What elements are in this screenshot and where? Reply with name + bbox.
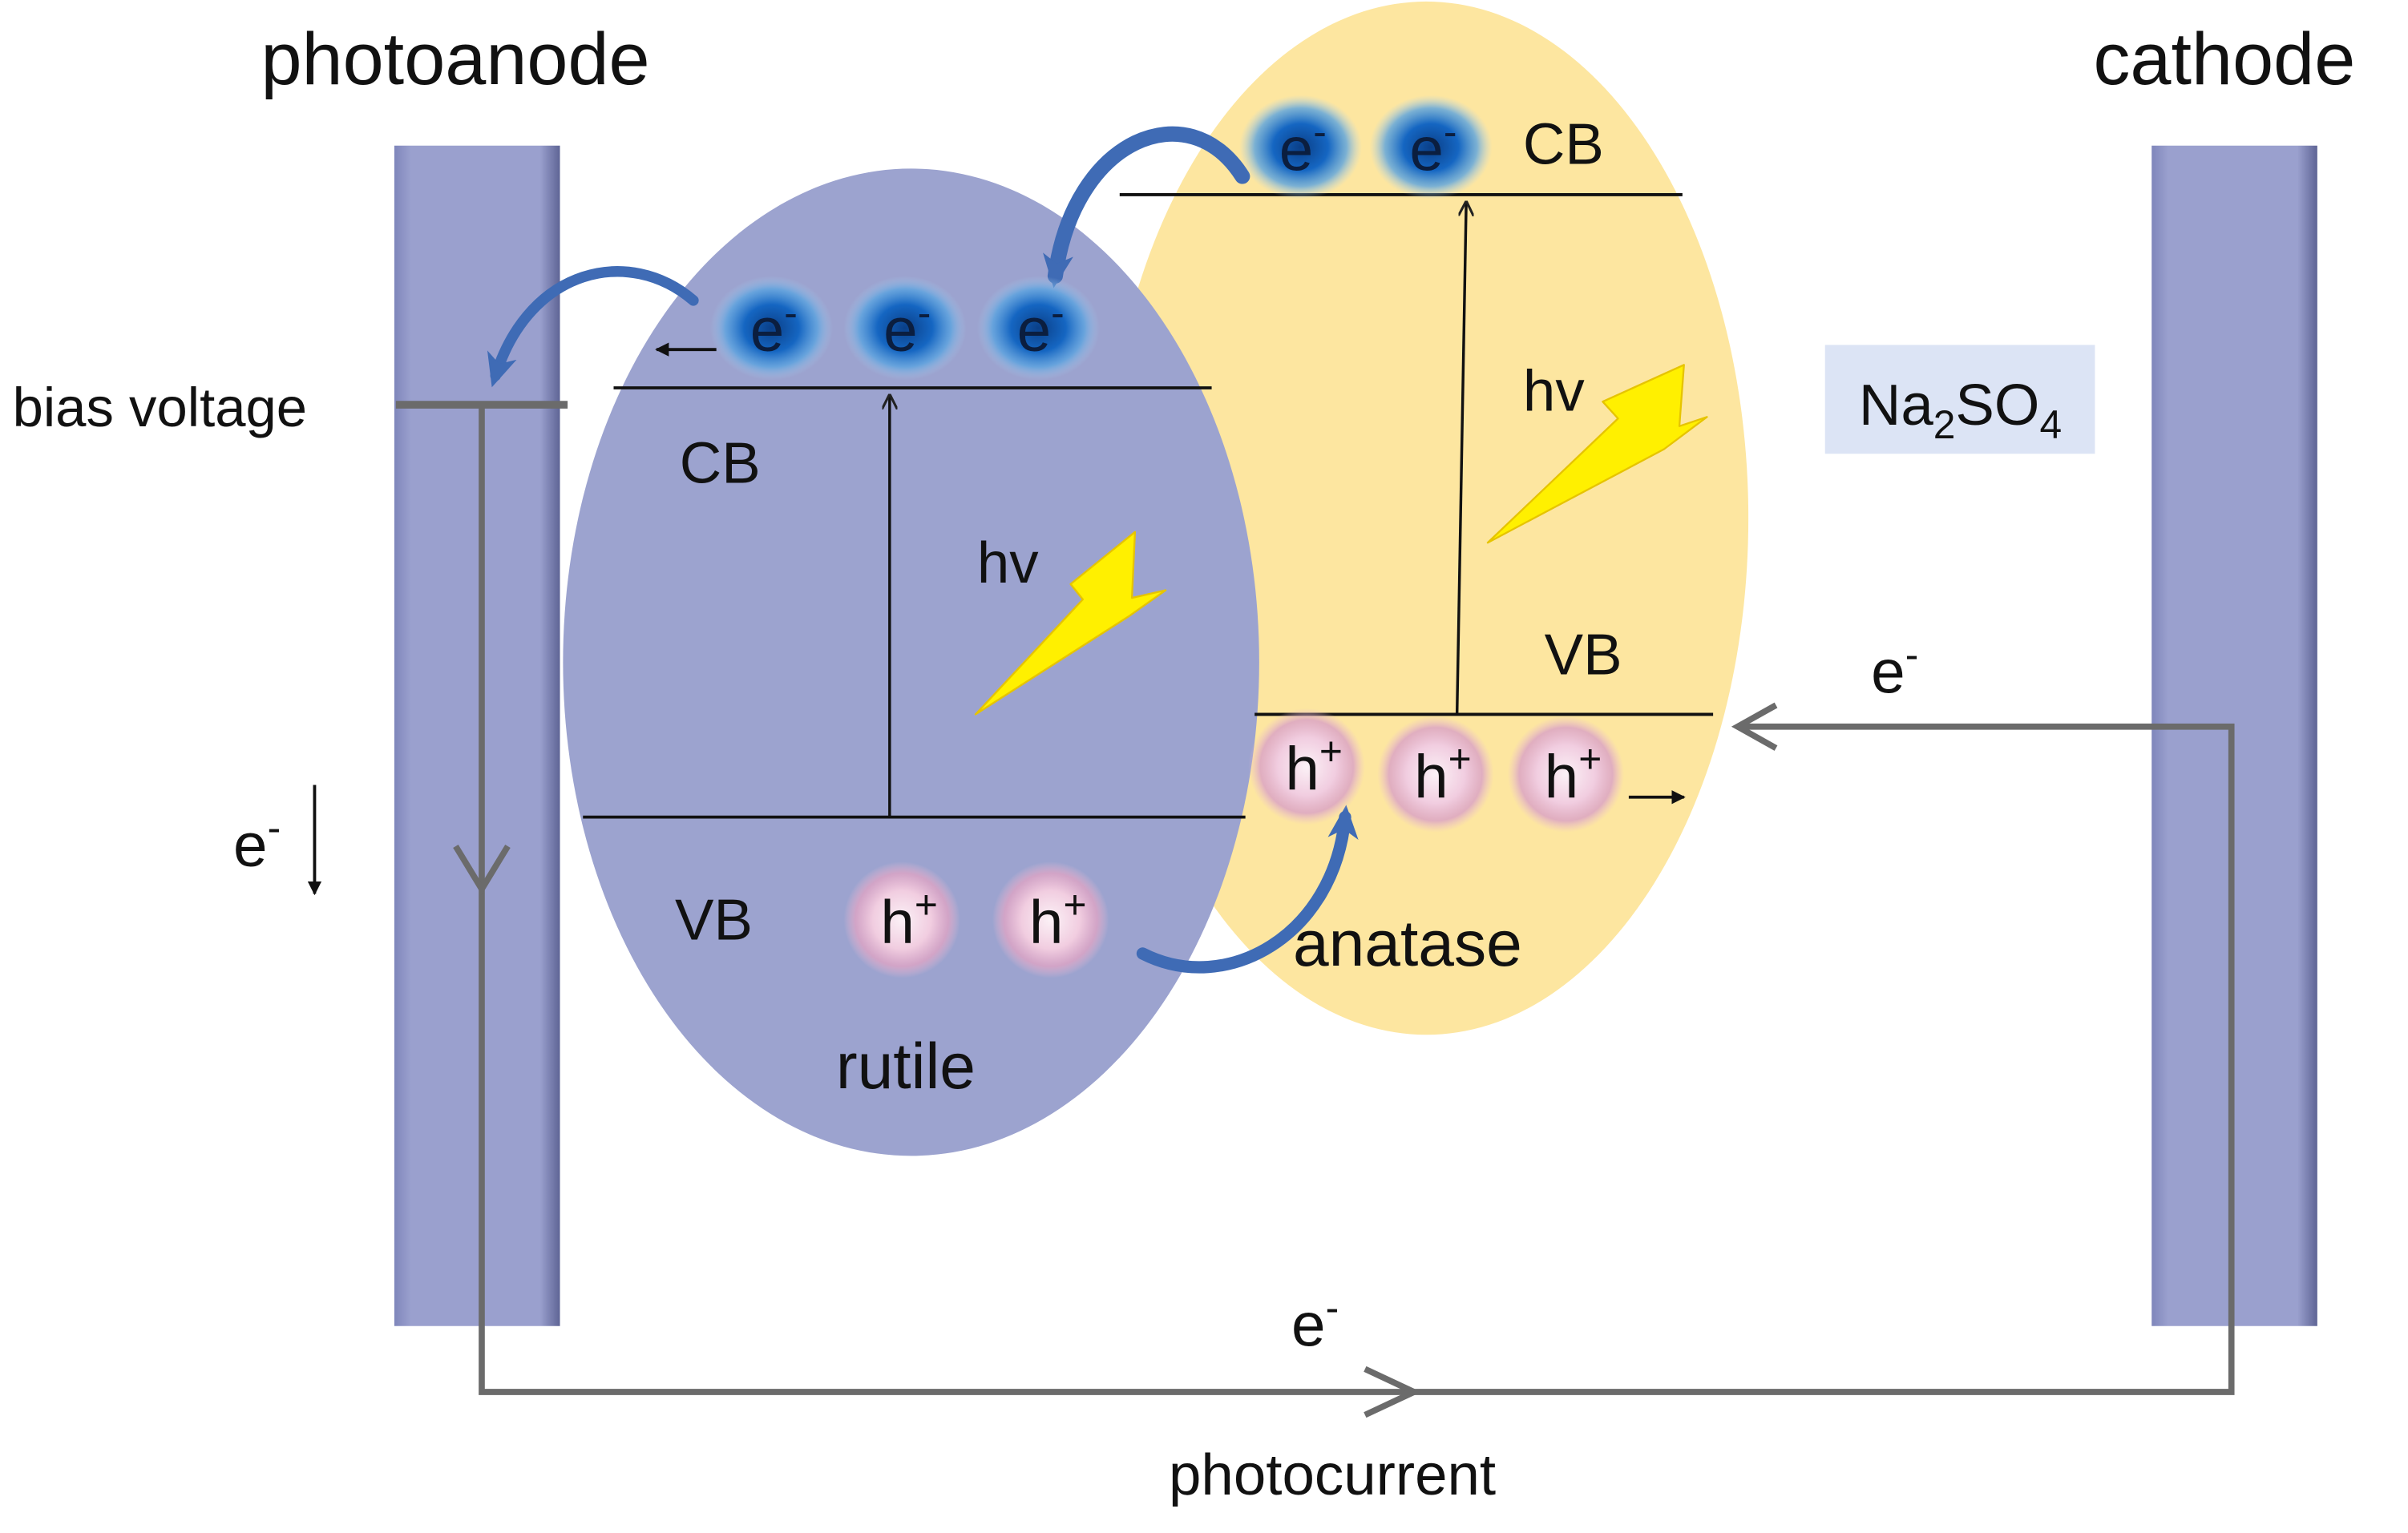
rutile-electron: e- (976, 276, 1100, 381)
rutile-electron: e- (710, 276, 834, 381)
anatase-cb-label: CB (1523, 112, 1604, 177)
hole-symbol: h+ (1029, 882, 1087, 957)
electron-symbol: e- (883, 290, 931, 365)
rutile-light-icon (974, 530, 1167, 716)
electron-glow (976, 276, 1100, 381)
circuit-electron-label-left: e- (233, 805, 281, 880)
rutile-hole: h+ (843, 861, 960, 978)
circuit-left-arrowhead (1731, 702, 1778, 751)
anatase-electron: e- (1238, 95, 1363, 200)
electron-symbol: e- (750, 290, 798, 365)
bias-voltage-label: bias voltage (13, 377, 308, 438)
anatase-hv-label: hv (1523, 359, 1585, 424)
hole-glow (843, 861, 960, 978)
electron-glow (843, 276, 967, 381)
electron-glow (1238, 95, 1363, 200)
photoanode-label: photoanode (261, 18, 650, 100)
rutile-cb-label: CB (680, 431, 761, 496)
anatase-electron: e- (1369, 95, 1493, 200)
electron-symbol: e- (1279, 110, 1327, 184)
electron-glow (1369, 95, 1493, 200)
circuit-electron-label-bottom: e- (1291, 1285, 1339, 1360)
electron-symbol: e- (1409, 110, 1457, 184)
circuit-electron-label-right: e- (1871, 632, 1918, 707)
anatase-excitation-arrow (1455, 203, 1466, 715)
rutile-vb-label: VB (675, 888, 753, 953)
anatase-light-icon (1486, 364, 1708, 544)
anatase-vb-label: VB (1545, 623, 1622, 688)
rutile-to-anode-electron-arrow (487, 266, 699, 388)
rutile-label: rutile (836, 1031, 976, 1103)
external-circuit-wire (479, 405, 2235, 1395)
circuit-right-arrowhead (1364, 1366, 1422, 1418)
electron-symbol: e- (1017, 290, 1065, 365)
anatase-label: anatase (1293, 908, 1522, 980)
rutile-hv-label: hv (977, 530, 1039, 595)
hole-glow (1377, 716, 1494, 833)
rutile-to-anatase-hole-arrow (1136, 805, 1359, 974)
electrolyte-box (1824, 345, 2095, 454)
hole-glow (1507, 716, 1625, 833)
photoanode-electrode (394, 145, 560, 1326)
hole-symbol: h+ (1285, 729, 1343, 804)
photocurrent-label: photocurrent (1169, 1442, 1496, 1507)
electrolyte-label: Na2SO4 (1859, 373, 2062, 447)
rutile-electron: e- (843, 276, 967, 381)
cathode-label: cathode (2094, 18, 2356, 100)
electron-glow (710, 276, 834, 381)
hole-symbol: h+ (880, 882, 938, 957)
anatase-hole: h+ (1377, 716, 1494, 833)
hole-glow (992, 861, 1109, 978)
circuit-down-arrowhead (453, 844, 511, 895)
hole-symbol: h+ (1545, 736, 1602, 811)
rutile-hole: h+ (992, 861, 1109, 978)
anatase-to-rutile-electron-arrow (1043, 126, 1250, 288)
charge-carriers: e-e-e-e-e-h+ h+ h+ h+ h+ e-e-e- (233, 95, 1918, 1360)
anatase-hole: h+ (1248, 708, 1365, 825)
anatase-hole: h+ (1507, 716, 1625, 833)
hole-symbol: h+ (1414, 736, 1472, 811)
hole-glow (1248, 708, 1365, 825)
